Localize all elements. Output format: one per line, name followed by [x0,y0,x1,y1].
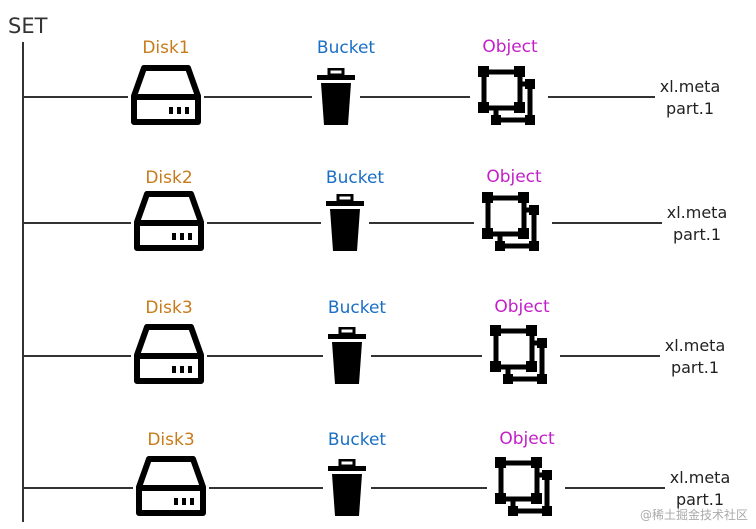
disk-icon [133,190,205,258]
connector-line [560,355,660,357]
bucket-icon [325,193,365,256]
file-name: xl.meta [659,77,721,96]
connector-line [209,487,323,489]
connector-line [371,487,487,489]
disk-icon [135,455,207,523]
object-files: xl.meta part.1 [670,467,731,511]
object-label: Object [499,429,555,449]
object-files: xl.meta part.1 [667,202,728,246]
object-label: Object [494,297,550,317]
connector-line [22,96,128,98]
object-icon [478,66,540,132]
bucket-icon [327,326,367,389]
connector-line [207,222,321,224]
connector-line [369,222,474,224]
disk-label: Disk2 [145,168,193,188]
set-vertical-line [22,42,24,522]
object-label: Object [482,37,538,57]
object-icon [495,457,557,523]
bucket-label: Bucket [316,38,376,58]
object-icon [490,325,552,391]
disk-icon [130,64,202,132]
file-name: part.1 [672,225,722,244]
bucket-label: Bucket [327,430,387,450]
set-label: SET [8,14,48,38]
object-label: Object [486,167,542,187]
connector-line [22,222,131,224]
disk-label: Disk1 [142,38,190,58]
object-files: xl.meta part.1 [660,76,721,120]
object-icon [482,192,544,258]
connector-line [22,487,133,489]
file-name: xl.meta [669,468,731,487]
connector-line [371,355,482,357]
connector-line [204,96,312,98]
bucket-label: Bucket [325,168,385,188]
connector-line [22,355,131,357]
file-name: xl.meta [666,203,728,222]
connector-line [548,96,655,98]
connector-line [360,96,470,98]
file-name: xl.meta [664,336,726,355]
connector-line [552,222,662,224]
file-name: part.1 [665,99,715,118]
disk-icon [133,323,205,391]
disk-label: Disk3 [147,430,195,450]
bucket-label: Bucket [327,298,387,318]
connector-line [207,355,323,357]
file-name: part.1 [675,490,725,509]
file-name: part.1 [670,358,720,377]
bucket-icon [327,458,367,521]
disk-label: Disk3 [145,298,193,318]
bucket-icon [316,67,356,130]
connector-line [565,487,665,489]
object-files: xl.meta part.1 [665,335,726,379]
watermark: @稀土掘金技术社区 [639,508,748,522]
